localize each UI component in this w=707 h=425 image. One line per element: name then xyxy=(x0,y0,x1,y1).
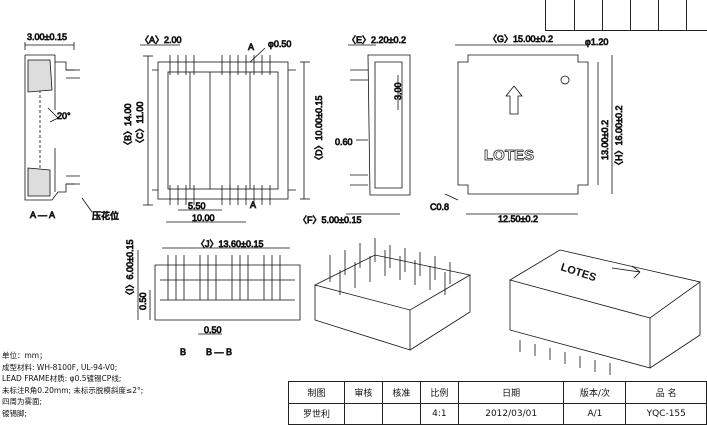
title-block-value-row: 罗世利 4:1 2012/03/01 A/1 YQC-155 xyxy=(288,402,707,425)
note-item: LEAD FRAME材质: φ0.5镀锡CP线; xyxy=(2,374,122,384)
b-marker: B xyxy=(180,347,186,357)
angle-label: 20° xyxy=(57,111,71,121)
b050-bottom-label: 0.50 xyxy=(204,325,222,335)
overall-10-label: 10.00 xyxy=(192,213,215,223)
pitch-label: 5.50 xyxy=(188,201,206,211)
note-item: 成型材料: WH-8100F, UL-94-V0; xyxy=(2,362,118,372)
f-dim-label: 〈F〉5.00±0.15 xyxy=(298,215,361,225)
hole-dia-label: φ0.50 xyxy=(268,39,291,49)
h13-label: 13.00±0.2 xyxy=(600,120,610,160)
a-dim-label: 〈A〉2.00 xyxy=(140,35,182,45)
i-dim-label: 〈I〉6.00±0.15 xyxy=(125,240,135,300)
section-b-b-label: B — B xyxy=(206,347,232,357)
header-date: 日期 xyxy=(457,381,565,404)
value-version: A/1 xyxy=(563,402,627,425)
value-approved xyxy=(381,402,421,425)
side-view xyxy=(346,44,411,215)
value-drawn-by: 罗世利 xyxy=(288,402,345,425)
g-dim-label: 〈G〉15.00±0.2 xyxy=(488,34,553,44)
value-scale: 4:1 xyxy=(419,402,459,425)
section-b-b-view xyxy=(137,247,301,335)
iso-top-view xyxy=(508,249,701,375)
section-a-a-view xyxy=(24,42,93,213)
note-item: 单位：mm； xyxy=(2,351,47,360)
side-3-label: 3.00 xyxy=(393,82,403,100)
side-060-label: 0.60 xyxy=(335,137,353,147)
revision-box xyxy=(545,0,707,31)
header-version: 版本/次 xyxy=(563,381,627,404)
header-approved: 核准 xyxy=(381,381,421,404)
header-part-name: 品 名 xyxy=(625,381,707,404)
d-dim-label: 〈D〉10.00±0.15 xyxy=(314,96,324,165)
header-scale: 比例 xyxy=(419,381,459,404)
iso-bottom-view xyxy=(313,238,472,351)
note-item: 未标注R角0.20mm; 未标示脱模斜度≤2°; xyxy=(2,385,144,395)
face-view xyxy=(444,44,613,215)
a-a-width-label: 3.00±0.15 xyxy=(27,32,67,42)
b050-left-label: 0.50 xyxy=(138,292,148,310)
value-part-name: YQC-155 xyxy=(625,402,707,425)
title-block-header-row: 制图 审核 核准 比例 日期 版本/次 品 名 xyxy=(288,381,707,404)
c-dim-label: 〈C〉11.00 xyxy=(135,102,145,148)
note-item: 四周为雾面; xyxy=(2,397,43,407)
b-dim-label: 〈B〉14.00 xyxy=(123,103,133,150)
logo-text: LOTES xyxy=(484,147,534,164)
a-marker-top: A xyxy=(248,42,254,52)
header-drawn-by: 制图 xyxy=(288,381,345,404)
j-dim-label: 〈J〉13.60±0.15 xyxy=(196,239,263,249)
w1250-label: 12.50±0.2 xyxy=(498,214,538,224)
section-a-a-label: A — A xyxy=(30,210,55,220)
top-view-pins xyxy=(169,55,271,205)
a-marker-bottom: A xyxy=(250,200,256,210)
iso-logo-text: LOTES xyxy=(559,261,598,284)
top-view xyxy=(140,44,310,223)
notes-block: 单位：mm； 成型材料: WH-8100F, UL-94-V0; LEAD FR… xyxy=(2,350,143,420)
c08-label: C0.8 xyxy=(430,202,449,212)
value-date: 2012/03/01 xyxy=(457,402,565,425)
title-block: 制图 审核 核准 比例 日期 版本/次 品 名 罗世利 4:1 2012/03/… xyxy=(288,381,707,425)
value-checked xyxy=(343,402,383,425)
header-checked: 审核 xyxy=(343,381,383,404)
note-item: 镀锡脚; xyxy=(2,408,28,418)
press-mark-label: 压花位 xyxy=(92,210,119,221)
pin1-dia-label: φ1.20 xyxy=(585,37,608,47)
e-dim-label: 〈E〉2.20±0.2 xyxy=(347,35,406,45)
h-dim-label: 〈H〉16.00±0.2 xyxy=(614,106,624,170)
